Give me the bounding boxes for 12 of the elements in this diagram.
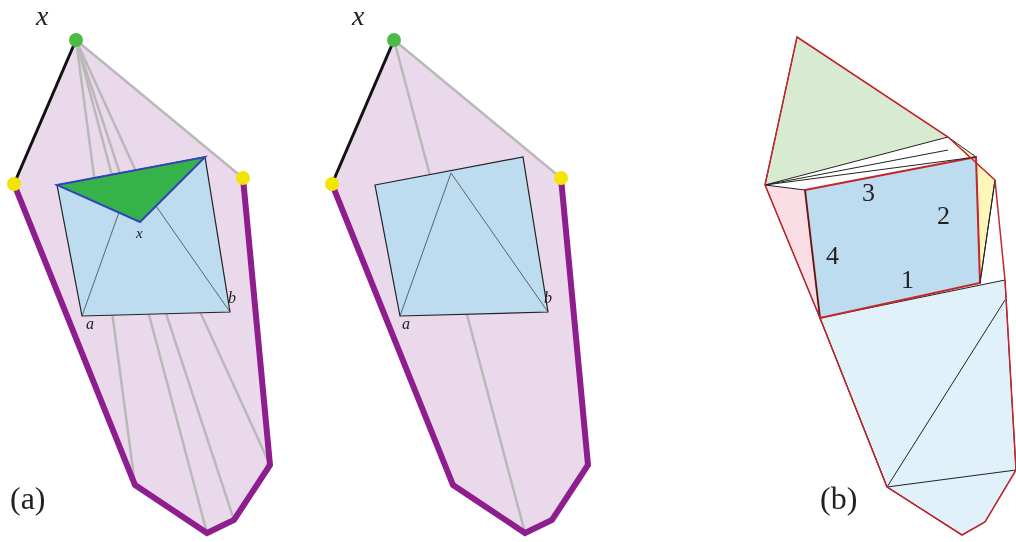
region-number: 2: [937, 203, 950, 229]
region-number: 4: [826, 243, 839, 269]
point-label: x: [136, 226, 143, 241]
point-label: a: [86, 316, 94, 332]
point-label: a: [402, 316, 410, 332]
region-number: 3: [862, 180, 875, 206]
point-label: x: [352, 2, 365, 30]
panel-label: (a): [10, 482, 46, 514]
region-number: 1: [901, 267, 914, 293]
point-label: b: [228, 290, 236, 306]
point-label: x: [36, 2, 49, 30]
panel-label: (b): [820, 482, 858, 514]
